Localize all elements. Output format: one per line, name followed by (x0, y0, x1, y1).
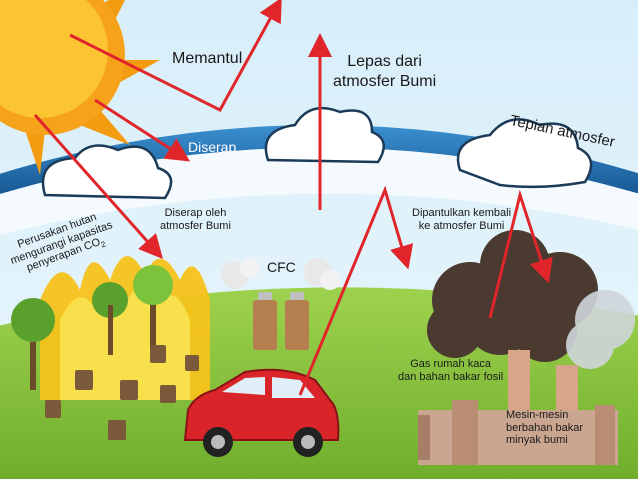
label-cfc: CFC (267, 259, 296, 275)
label-line: Mesin-mesin (506, 409, 583, 422)
label-line: Dipantulkan kembali (412, 207, 511, 220)
label-line: atmosfer Bumi (160, 220, 231, 233)
label-line: dan bahan bakar fosil (398, 371, 503, 384)
label-lepas-dari-atmosfer: Lepas dari atmosfer Bumi (333, 52, 436, 92)
label-line: atmosfer Bumi (333, 72, 436, 92)
label-line: ke atmosfer Bumi (412, 220, 511, 233)
label-gas-rumah-kaca: Gas rumah kaca dan bahan bakar fosil (398, 358, 503, 383)
label-mesin-mesin: Mesin-mesin berbahan bakar minyak bumi (506, 409, 583, 447)
label-subscript: 2 (100, 240, 107, 250)
label-line: Gas rumah kaca (398, 358, 503, 371)
label-line: Diserap oleh (160, 207, 231, 220)
label-dipantulkan-kembali: Dipantulkan kembali ke atmosfer Bumi (412, 207, 511, 232)
label-diserap: Diserap (188, 139, 236, 155)
label-line: berbahan bakar (506, 422, 583, 435)
label-line: minyak bumi (506, 434, 583, 447)
label-memantul: Memantul (172, 50, 242, 68)
label-line: Lepas dari (333, 52, 436, 72)
label-diserap-oleh-atmosfer: Diserap oleh atmosfer Bumi (160, 207, 231, 232)
fire-icon (40, 256, 210, 400)
